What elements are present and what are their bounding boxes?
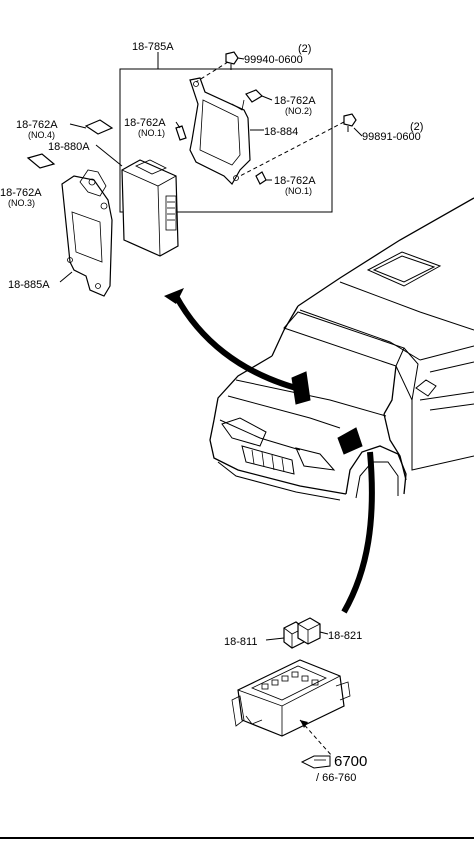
reference-hand-icon: [300, 755, 331, 769]
tape-18-762A-no1-left: [175, 121, 187, 141]
label-no3: (NO.3): [8, 198, 35, 208]
control-unit-18-880A: [95, 144, 179, 257]
bolt-99891-0600: [239, 113, 357, 177]
location-marker-upper: [291, 371, 311, 405]
label-18-762A-no4: 18-762A: [16, 119, 58, 131]
label-bolt2-code: 99891-0600: [362, 131, 421, 143]
label-no1-bottom: (NO.1): [285, 186, 312, 196]
label-18-762A-no3: 18-762A: [0, 187, 42, 199]
label-bolt1-code: 99940-0600: [244, 54, 303, 66]
label-bolt2-qty: (2): [410, 121, 423, 133]
tape-18-762A-no2: [245, 89, 273, 103]
relay-18-821: [297, 617, 329, 645]
bracket-18-885A: [59, 169, 113, 297]
label-no2: (NO.2): [285, 106, 312, 116]
pointer-arrow-lower: [341, 451, 375, 614]
tape-18-762A-no1-bottom: [255, 171, 272, 185]
label-no4: (NO.4): [28, 130, 55, 140]
bolt-99940-0600: [195, 51, 239, 83]
label-18-762A-no1-bottom: 18-762A: [274, 175, 316, 187]
label-18-884: 18-884: [264, 126, 298, 138]
bracket-18-884: [189, 77, 251, 185]
bracket-assembly-box: [119, 52, 333, 213]
label-18-762A-no2: 18-762A: [274, 95, 316, 107]
location-marker-lower: [337, 427, 363, 455]
tape-18-762A-no4: [69, 119, 114, 135]
label-bolt1-qty: (2): [298, 43, 311, 55]
tape-18-762A-no3: [26, 153, 56, 169]
label-18-811: 18-811: [224, 636, 257, 648]
vehicle-outline: [209, 197, 474, 501]
label-ref-6700: 6700: [334, 753, 367, 770]
label-18-762A-no1-left: 18-762A: [124, 117, 166, 129]
pointer-arrow-upper: [164, 288, 297, 391]
label-ref-66-760: / 66-760: [316, 772, 356, 784]
label-18-785A: 18-785A: [132, 41, 174, 53]
label-no1-left: (NO.1): [138, 128, 165, 138]
label-18-880A: 18-880A: [48, 141, 90, 153]
label-18-885A: 18-885A: [8, 279, 50, 291]
relay-block: [231, 659, 351, 757]
label-18-821: 18-821: [328, 630, 362, 642]
